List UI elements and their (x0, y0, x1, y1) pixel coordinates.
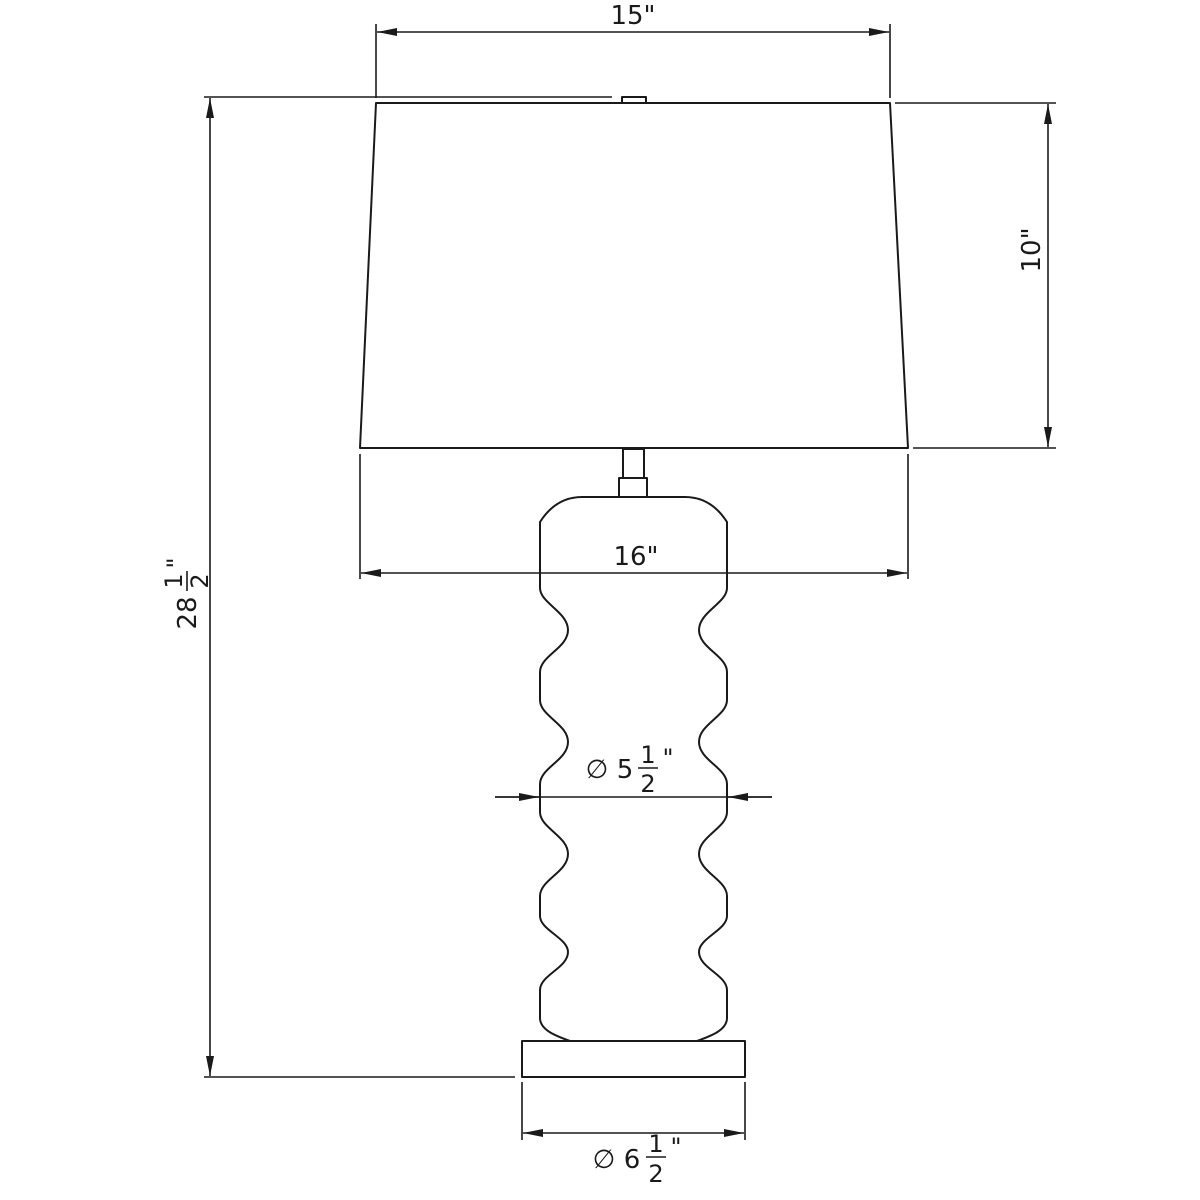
dimension-unit: " (670, 1133, 681, 1161)
dimension-base-diameter: ∅ 6 1 2 " (521, 1082, 746, 1188)
dimension-whole: 5 (617, 755, 634, 785)
dimension-denominator: 2 (186, 573, 214, 588)
dimension-shade-bottom-width: 16" (359, 454, 909, 579)
diameter-symbol: ∅ (586, 755, 609, 785)
dimension-shade-top-width: 15" (375, 1, 891, 98)
lamp-shade (359, 102, 909, 449)
dimension-denominator: 2 (648, 1160, 663, 1188)
dimension-body-diameter: ∅ 5 1 2 " (495, 741, 772, 801)
dimension-numerator: 1 (640, 741, 655, 769)
dimension-unit: " (162, 557, 190, 568)
dimension-whole: 28 (173, 596, 203, 629)
dimension-label: 10" (1017, 227, 1047, 272)
lamp-body (539, 496, 728, 1042)
dimension-numerator: 1 (648, 1130, 663, 1158)
lamp-stem (622, 448, 645, 479)
lamp-socket-neck (618, 477, 648, 498)
dimension-shade-height: 10" (895, 102, 1056, 449)
dimension-label: 16" (613, 542, 658, 572)
dimension-whole: 6 (624, 1145, 641, 1175)
dimension-label: 15" (610, 1, 655, 31)
dimension-numerator: 1 (160, 573, 188, 588)
dimension-denominator: 2 (640, 770, 655, 798)
dimension-overall-height: 28 1 2 " (160, 96, 612, 1078)
lamp-base (521, 1040, 746, 1078)
dimension-unit: " (662, 744, 673, 772)
diameter-symbol: ∅ (593, 1145, 616, 1175)
